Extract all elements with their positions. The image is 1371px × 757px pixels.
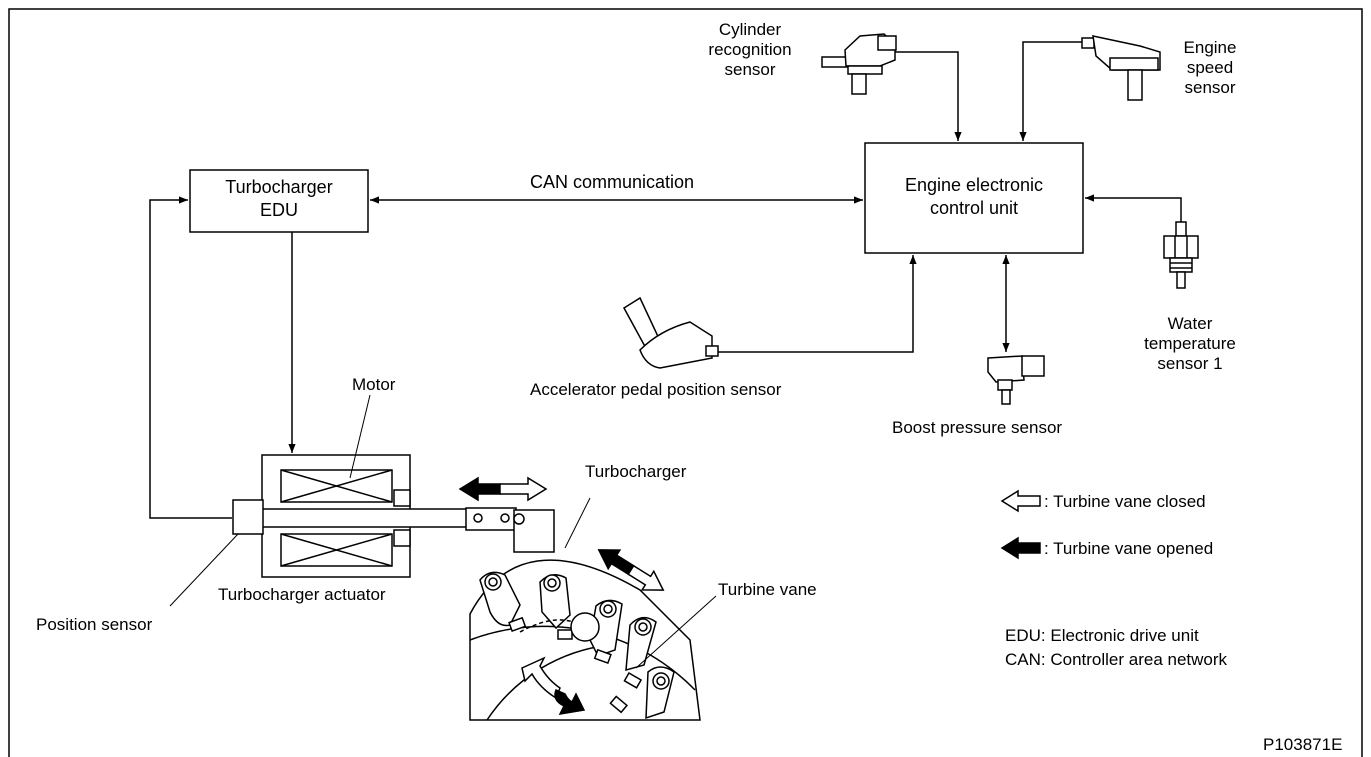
turbocharger-actuator-label: Turbocharger actuator (218, 585, 386, 604)
position-sensor-label: Position sensor (36, 615, 153, 634)
turbocharger-label: Turbocharger (585, 462, 687, 481)
engine-speed-sensor-icon (1081, 35, 1161, 101)
legend-opened-arrow (1000, 536, 1041, 560)
turbocharger-edu-box (189, 169, 369, 233)
engine-speed-line2: speed (1186, 58, 1234, 77)
engine-speed-line1: Engine (1183, 38, 1237, 57)
ecu-label: Engine electronic control unit (865, 174, 1083, 220)
turbocharger-motion-arrows (597, 549, 665, 591)
legend-can-row: CAN: Controller area network (1005, 650, 1227, 670)
legend-opened-label: : Turbine vane opened (1044, 539, 1214, 558)
turbocharger-edu-label: Turbocharger EDU (190, 176, 368, 222)
boost-pressure-sensor-label: Boost pressure sensor (892, 418, 1063, 437)
turbine-vane-label: Turbine vane (718, 580, 817, 599)
frame (8, 8, 1363, 757)
accelerator-pedal-icon (623, 296, 719, 369)
figure-id: P103871E (1263, 735, 1343, 754)
position-sensor-leader (169, 533, 239, 607)
water-temp-line2: temperature (1144, 334, 1236, 353)
motor-label: Motor (352, 375, 396, 394)
turbine-vane-leader (635, 595, 717, 669)
turbocharger-edu-line2: EDU (259, 200, 298, 220)
can-communication-label: CAN communication (530, 172, 695, 192)
boost-pressure-sensor-icon (987, 355, 1045, 405)
water-temp-sensor-label: Water temperature sensor 1 (1130, 314, 1250, 374)
accel-line (716, 255, 917, 353)
turbocharger-mechanism (469, 509, 701, 721)
legend-edu-abbr: EDU (1005, 626, 1041, 645)
actuator-motion-arrows (458, 476, 548, 502)
water-temp-line (1085, 194, 1182, 223)
engine-speed-line3: sensor (1184, 78, 1236, 97)
legend-edu-text: : Electronic drive unit (1040, 626, 1199, 645)
turbocharger-leader (564, 497, 591, 549)
turbocharger-actuator (232, 454, 517, 578)
cylinder-sensor-label: Cylinder recognition sensor (690, 20, 810, 80)
water-temp-line1: Water (1167, 314, 1213, 333)
vane-motion-arrows (521, 656, 586, 715)
cylinder-sensor-line (895, 51, 962, 141)
motor-leader (349, 394, 371, 479)
position-feedback-line (149, 196, 232, 519)
cylinder-sensor-line3: sensor (724, 60, 776, 79)
accelerator-sensor-label: Accelerator pedal position sensor (530, 380, 782, 399)
ecu-line1: Engine electronic (904, 175, 1044, 195)
ecu-box (864, 142, 1084, 254)
cylinder-sensor-line1: Cylinder (718, 20, 782, 39)
engine-speed-sensor-label: Engine speed sensor (1160, 38, 1260, 98)
turbocharger-edu-line1: Turbocharger (225, 177, 333, 197)
legend-closed-arrow (1000, 489, 1041, 513)
engine-speed-sensor-line (1019, 41, 1083, 141)
legend-edu-row: EDU: Electronic drive unit (1005, 626, 1199, 646)
water-temperature-sensor-icon (1163, 221, 1199, 289)
water-temp-line3: sensor 1 (1157, 354, 1223, 373)
legend-can-abbr: CAN (1005, 650, 1041, 669)
cylinder-sensor-line2: recognition (708, 40, 792, 59)
legend-can-text: : Controller area network (1040, 650, 1228, 669)
legend-closed-label: : Turbine vane closed (1044, 492, 1206, 511)
cylinder-recognition-sensor-icon (821, 33, 897, 95)
ecu-line2: control unit (929, 198, 1019, 218)
